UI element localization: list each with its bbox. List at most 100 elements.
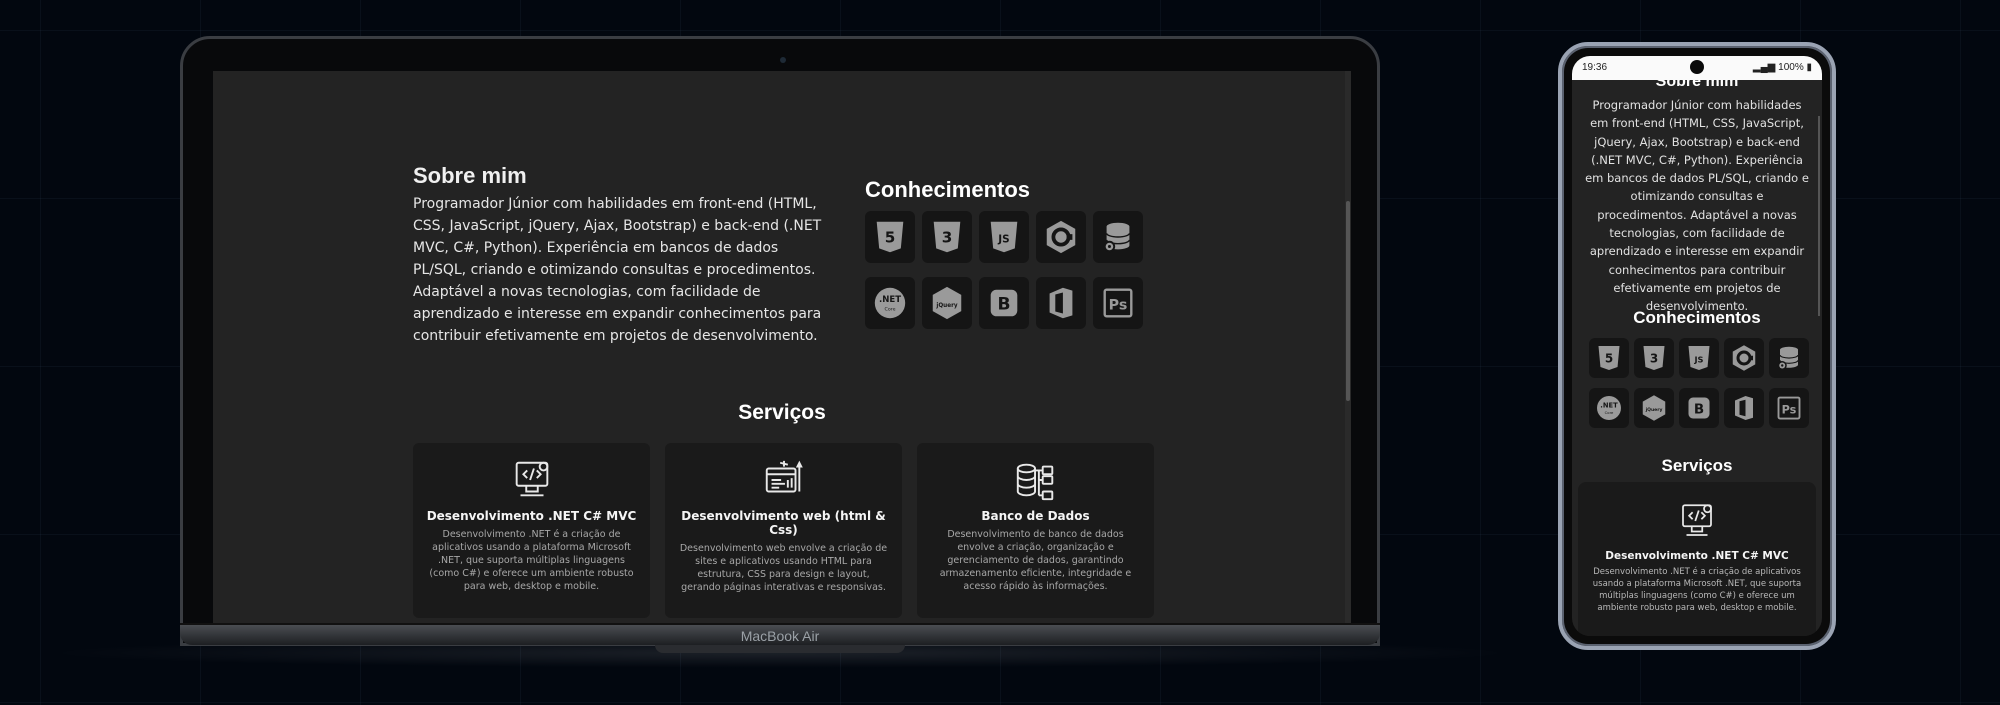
skill-badge[interactable] (1036, 211, 1086, 263)
csharp-icon (1046, 220, 1076, 254)
skill-badge[interactable]: jQuery (1634, 388, 1674, 428)
skill-glyph-sub: Core (1605, 411, 1614, 415)
service-card-database[interactable]: Banco de Dados Desenvolvimento de banco … (917, 443, 1154, 618)
skill-badge[interactable]: .NET Core (865, 277, 915, 329)
phone-skills-grid: 5 3 JS .NET Core jQuery B Ps (1589, 338, 1809, 428)
battery-icon: ▮ (1803, 62, 1812, 73)
skill-badge[interactable] (1724, 338, 1764, 378)
laptop-mockup: Sobre mim Programador Júnior com habilid… (180, 36, 1380, 646)
skill-badge[interactable]: jQuery (922, 277, 972, 329)
skill-glyph: 3 (942, 229, 953, 247)
skill-badge[interactable]: Ps (1093, 277, 1143, 329)
signal-icon: ▂▄▆ (1752, 62, 1779, 73)
service-card-description: Desenvolvimento de banco de dados envolv… (939, 529, 1132, 592)
skill-glyph: jQuery (935, 303, 957, 309)
css3-icon: 3 (1643, 346, 1665, 370)
photoshop-icon: Ps (1777, 396, 1801, 420)
skill-glyph: 3 (1650, 352, 1658, 366)
bootstrap-icon: B (1688, 397, 1710, 419)
skill-badge[interactable]: B (1679, 388, 1719, 428)
service-card-description: Desenvolvimento web envolve a criação de… (679, 543, 888, 593)
phone-screen: Sobre mim 19:36 ▂▄▆ 100% ▮ Programador J… (1572, 56, 1822, 636)
phone-about-text: Programador Júnior com habilidades em fr… (1585, 98, 1809, 314)
laptop-base: MacBook Air (180, 623, 1380, 645)
skill-glyph: JS (997, 234, 1009, 246)
skill-badge[interactable]: 5 (1589, 338, 1629, 378)
skill-glyph: B (997, 295, 1010, 315)
status-time: 19:36 (1582, 62, 1608, 73)
phone-mockup: Sobre mim 19:36 ▂▄▆ 100% ▮ Programador J… (1558, 42, 1836, 650)
skill-badge[interactable]: JS (1679, 338, 1719, 378)
about-title: Sobre mim (413, 163, 527, 188)
skill-glyph: .NET (1600, 401, 1618, 409)
skills-title: Conhecimentos (865, 177, 1031, 202)
dotnet-icon: .NET Core (1597, 396, 1621, 420)
service-card-dotnet[interactable]: Desenvolvimento .NET C# MVC Desenvolvime… (413, 443, 650, 618)
javascript-icon: JS (990, 221, 1018, 253)
service-card-title: Banco de Dados (981, 509, 1090, 523)
skill-glyph: .NET (879, 295, 901, 305)
skill-badge[interactable] (1769, 338, 1809, 378)
skill-badge[interactable]: 3 (1634, 338, 1674, 378)
skill-glyph: JS (1693, 355, 1703, 365)
phone-service-card-dotnet[interactable]: Desenvolvimento .NET C# MVC Desenvolvime… (1578, 482, 1816, 636)
computer-code-icon (515, 461, 548, 497)
services-cards: Desenvolvimento .NET C# MVC Desenvolvime… (413, 443, 1154, 618)
phone-services-title: Serviços (1661, 456, 1733, 475)
skills-grid: 5 3 JS .NET Core jQuery B Ps (865, 211, 1155, 329)
phone-service-card-description: Desenvolvimento .NET é a criação de apli… (1592, 567, 1802, 613)
laptop-camera (780, 57, 786, 63)
scrollbar-thumb[interactable] (1346, 201, 1350, 401)
service-card-title: Desenvolvimento web (html & Css) (681, 509, 886, 537)
skill-badge[interactable]: 5 (865, 211, 915, 263)
skill-glyph: Ps (1109, 298, 1128, 314)
database-gear-icon (1103, 222, 1131, 253)
jquery-icon: jQuery (1642, 395, 1666, 421)
skill-badge[interactable] (1036, 277, 1086, 329)
skill-badge[interactable]: JS (979, 211, 1029, 263)
front-camera (1690, 60, 1704, 74)
skill-badge[interactable]: Ps (1769, 388, 1809, 428)
phone-scrollbar[interactable] (1818, 116, 1820, 316)
service-card-web[interactable]: Desenvolvimento web (html & Css) Desenvo… (665, 443, 902, 618)
laptop-brand-label: MacBook Air (740, 628, 820, 644)
office-icon (1735, 396, 1753, 420)
skill-glyph: B (1694, 401, 1704, 417)
html5-icon: 5 (1598, 346, 1620, 370)
skill-glyph: 5 (1605, 352, 1613, 366)
web-design-icon (765, 460, 803, 493)
battery-level: 100% (1778, 62, 1804, 73)
csharp-icon (1732, 345, 1756, 371)
skill-glyph: 5 (885, 229, 896, 247)
skill-glyph: jQuery (1645, 407, 1663, 413)
skills-section: Conhecimentos 5 3 JS .NET Core jQuery B Ps (865, 177, 1155, 329)
laptop-screen: Sobre mim Programador Júnior com habilid… (213, 71, 1351, 641)
database-gear-icon (1777, 346, 1799, 370)
status-battery: ▂▄▆ 100% ▮ (1753, 62, 1812, 73)
skill-badge[interactable] (1093, 211, 1143, 263)
phone-skills-title: Conhecimentos (1633, 308, 1761, 327)
scrollbar[interactable] (1345, 71, 1351, 641)
dotnet-icon: .NET Core (874, 287, 906, 319)
skill-badge[interactable]: B (979, 277, 1029, 329)
jquery-icon: jQuery (932, 286, 962, 320)
html5-icon: 5 (876, 221, 904, 253)
office-icon (1049, 287, 1073, 319)
about-section: Sobre mim Programador Júnior com habilid… (413, 163, 833, 347)
bootstrap-icon: B (990, 289, 1018, 317)
javascript-icon: JS (1688, 346, 1710, 370)
services-title: Serviços (738, 401, 826, 424)
computer-code-icon (1682, 504, 1712, 536)
phone-status-bar: 19:36 ▂▄▆ 100% ▮ (1572, 56, 1822, 80)
database-network-icon (1016, 463, 1053, 501)
skill-badge[interactable]: 3 (922, 211, 972, 263)
laptop-foot (655, 645, 905, 653)
skill-badge[interactable]: .NET Core (1589, 388, 1629, 428)
skill-glyph: Ps (1782, 403, 1797, 416)
skill-badge[interactable] (1724, 388, 1764, 428)
css3-icon: 3 (933, 221, 961, 253)
service-card-description: Desenvolvimento .NET é a criação de apli… (429, 529, 634, 592)
skill-glyph-sub: Core (885, 307, 896, 313)
service-card-title: Desenvolvimento .NET C# MVC (426, 509, 637, 523)
phone-service-card-title: Desenvolvimento .NET C# MVC (1605, 550, 1789, 562)
